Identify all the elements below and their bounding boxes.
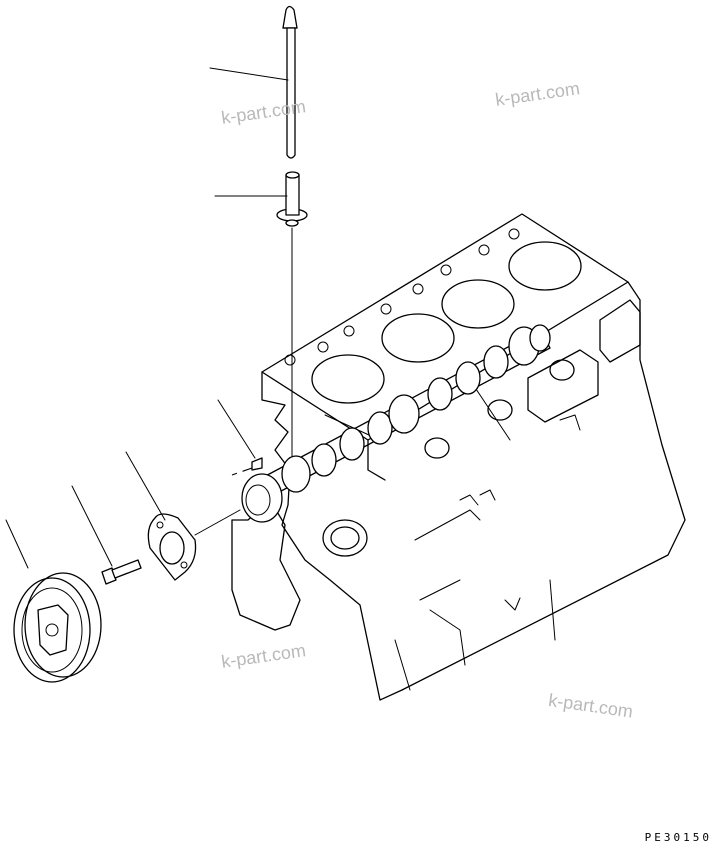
camshaft	[241, 324, 551, 523]
dipstick	[282, 5, 298, 159]
leader-bolt	[71, 485, 113, 567]
gasket	[251, 457, 263, 471]
drawing-code: PE30150	[644, 831, 712, 844]
plate-axis-line	[194, 509, 241, 536]
camshaft-gear	[13, 572, 102, 683]
bolt	[101, 559, 142, 585]
leader-dipstick	[209, 67, 289, 81]
dipstick-guide	[276, 171, 308, 227]
leader-gasket	[217, 399, 256, 459]
leader-gear	[5, 519, 29, 569]
alignment-dashes	[231, 467, 253, 476]
leader-thrust-plate	[125, 451, 166, 521]
thrust-plate	[147, 513, 197, 581]
